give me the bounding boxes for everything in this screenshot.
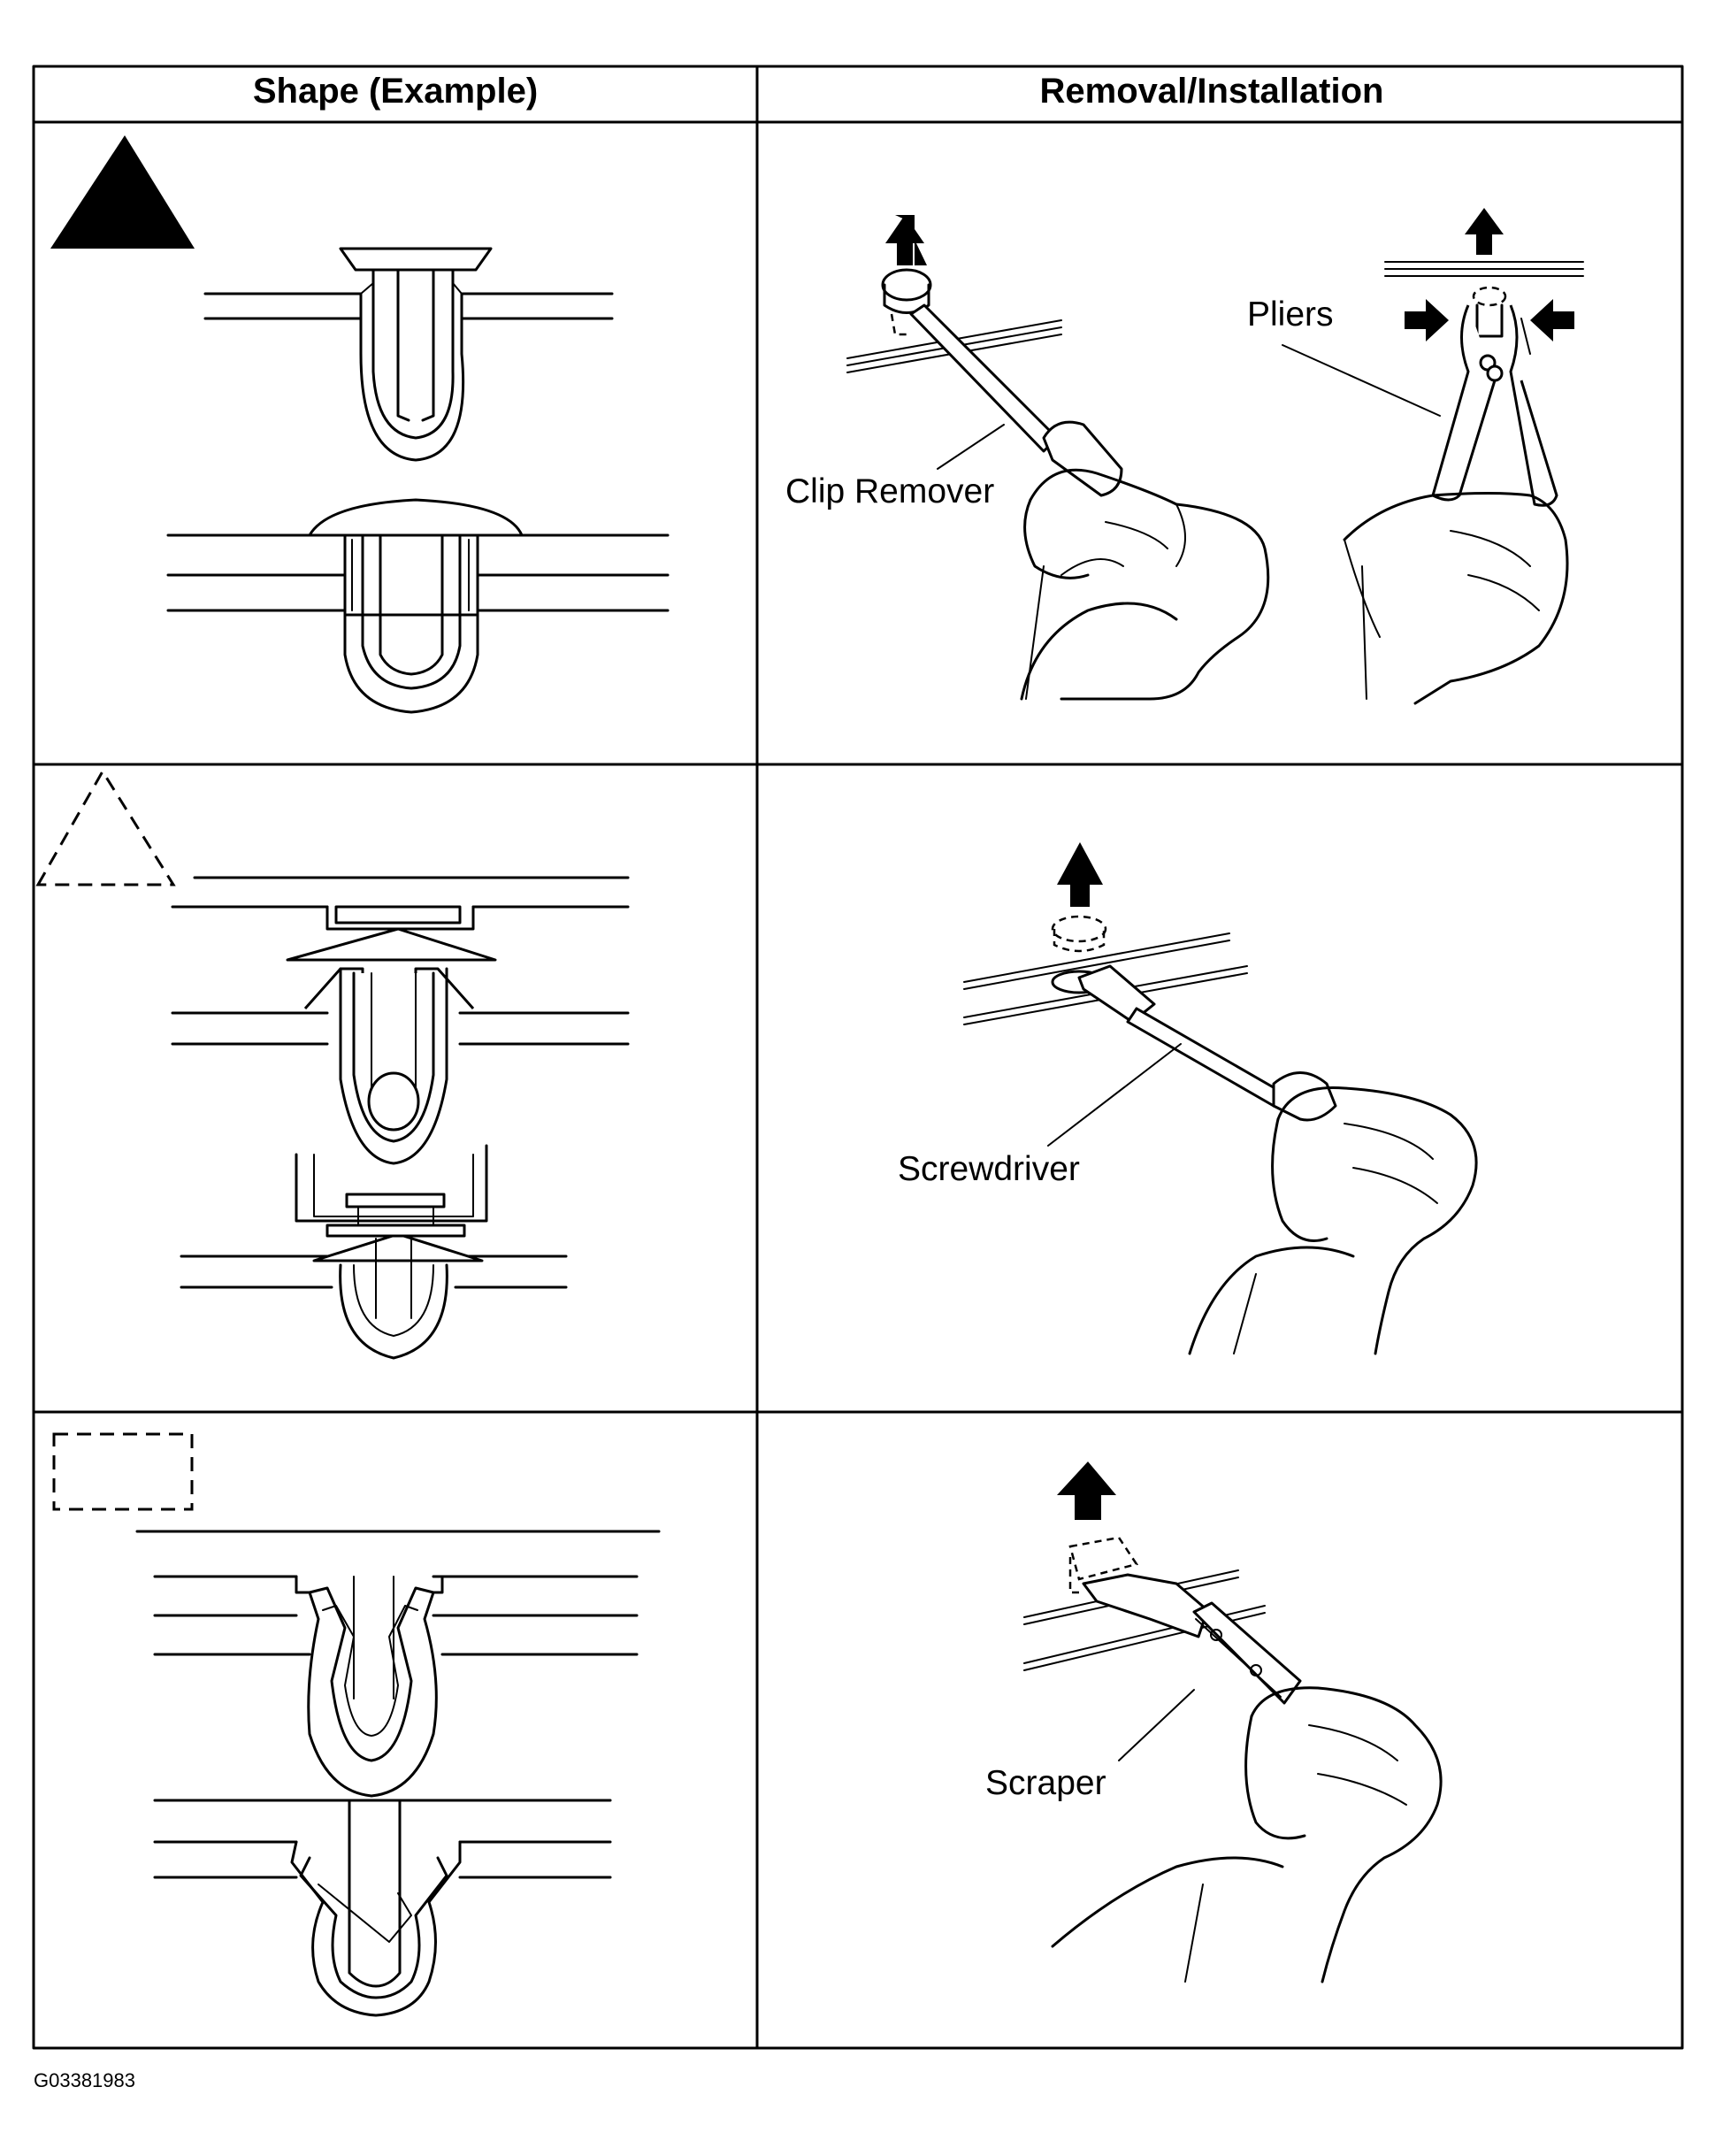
dashed-rectangle-marker bbox=[52, 1432, 194, 1511]
arrow-up-icon bbox=[895, 215, 927, 265]
figure-code: G03381983 bbox=[34, 2069, 135, 2091]
row1-shape-illustration bbox=[50, 135, 670, 714]
row3-shape-illustration bbox=[52, 1432, 661, 2017]
arrow-up-icon bbox=[1057, 1462, 1116, 1520]
row3-removal-illustration bbox=[1023, 1462, 1443, 1983]
header-shape: Shape (Example) bbox=[253, 72, 538, 111]
row2-removal-illustration bbox=[963, 842, 1478, 1355]
label-scraper: Scraper bbox=[985, 1764, 1106, 1802]
solid-triangle-marker bbox=[50, 135, 195, 249]
dashed-triangle-marker bbox=[35, 769, 176, 886]
table-grid bbox=[32, 65, 1684, 2050]
arrow-up-icon bbox=[1465, 208, 1504, 255]
arrow-right-icon bbox=[1405, 299, 1449, 341]
label-pliers: Pliers bbox=[1247, 295, 1334, 334]
row2-shape-illustration bbox=[35, 769, 630, 1360]
label-clip-remover: Clip Remover bbox=[785, 472, 994, 510]
arrow-up-icon bbox=[1057, 842, 1103, 907]
row1-removal-illustration bbox=[846, 208, 1584, 705]
header-removal: Removal/Installation bbox=[1040, 72, 1384, 111]
label-screwdriver: Screwdriver bbox=[898, 1150, 1080, 1188]
arrow-left-icon bbox=[1530, 299, 1574, 341]
